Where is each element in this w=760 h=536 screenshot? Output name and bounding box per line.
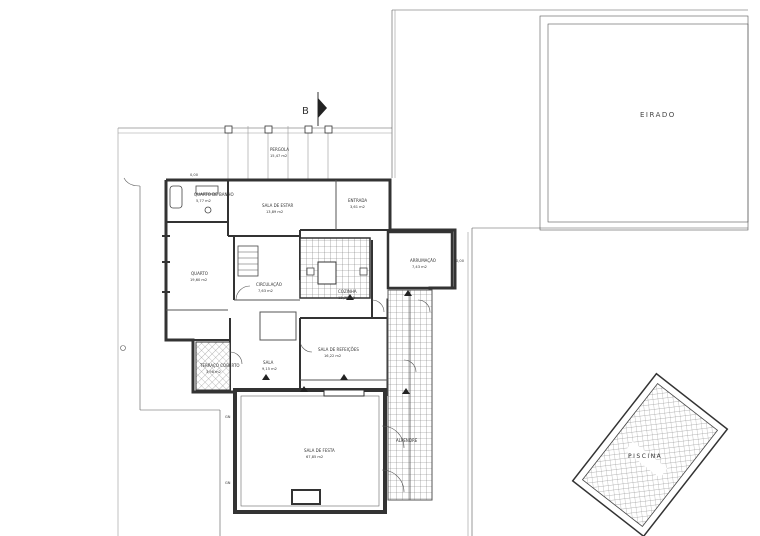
room-labels: QUARTO DE BANHO 5,77 m2 SALA DE ESTAR 13… — [190, 173, 465, 485]
sala-festa-label: SALA DE FESTA — [304, 448, 335, 453]
terraco-label: TERRAÇO COBERTO — [199, 363, 240, 368]
arrumacao-label: ARRUMAÇÃO — [410, 258, 436, 263]
house — [162, 178, 457, 514]
section-marker-label: B — [302, 106, 309, 117]
gn-mark-1: GN — [225, 415, 231, 419]
pergola-area: 15,47 m2 — [270, 154, 287, 158]
eirado-area: EIRADO — [539, 15, 749, 231]
arrumacao-area: 7,43 m2 — [412, 265, 427, 269]
alpendre-label: ALPENDRE — [396, 438, 418, 443]
circulacao-label: CIRCULAÇÃO — [256, 282, 282, 287]
cozinha-label: COZINHA — [338, 289, 357, 294]
circulacao-area: 7,63 m2 — [258, 289, 273, 293]
sala-festa-area: 67,85 m2 — [306, 455, 323, 459]
pergola-label: PERGOLA — [270, 147, 289, 152]
level-mark-2: 0,00 — [456, 259, 465, 263]
quarto-banho-label: QUARTO DE BANHO — [194, 192, 234, 197]
pool-label: PISCINA — [628, 453, 662, 460]
pool — [571, 372, 729, 536]
gn-mark-2: GN — [225, 481, 231, 485]
sala-refeicoes-label: SALA DE REFEIÇÕES — [318, 347, 359, 352]
terraco-area: 3,98 m2 — [206, 370, 221, 374]
entrada-area: 3,61 m2 — [350, 205, 365, 209]
level-mark-1: 0,00 — [190, 173, 199, 177]
entrada-label: ENTRADA — [348, 198, 367, 203]
sala-estar-area: 13,89 m2 — [266, 210, 283, 214]
quarto-label: QUARTO — [191, 271, 208, 276]
sala-refeicoes-area: 16,22 m2 — [324, 354, 341, 358]
eirado-label: EIRADO — [640, 111, 676, 119]
sala-area: 9,15 m2 — [262, 367, 277, 371]
cozinha-area: 13,78 m2 — [338, 296, 355, 300]
site-lines — [117, 9, 748, 536]
section-marker: B — [302, 92, 327, 126]
quarto-banho-area: 5,77 m2 — [196, 199, 211, 203]
quarto-area: 19,60 m2 — [190, 278, 207, 282]
sala-label: SALA — [263, 360, 274, 365]
pergola: PERGOLA 15,47 m2 — [224, 125, 333, 180]
sala-estar-label: SALA DE ESTAR — [262, 203, 293, 208]
